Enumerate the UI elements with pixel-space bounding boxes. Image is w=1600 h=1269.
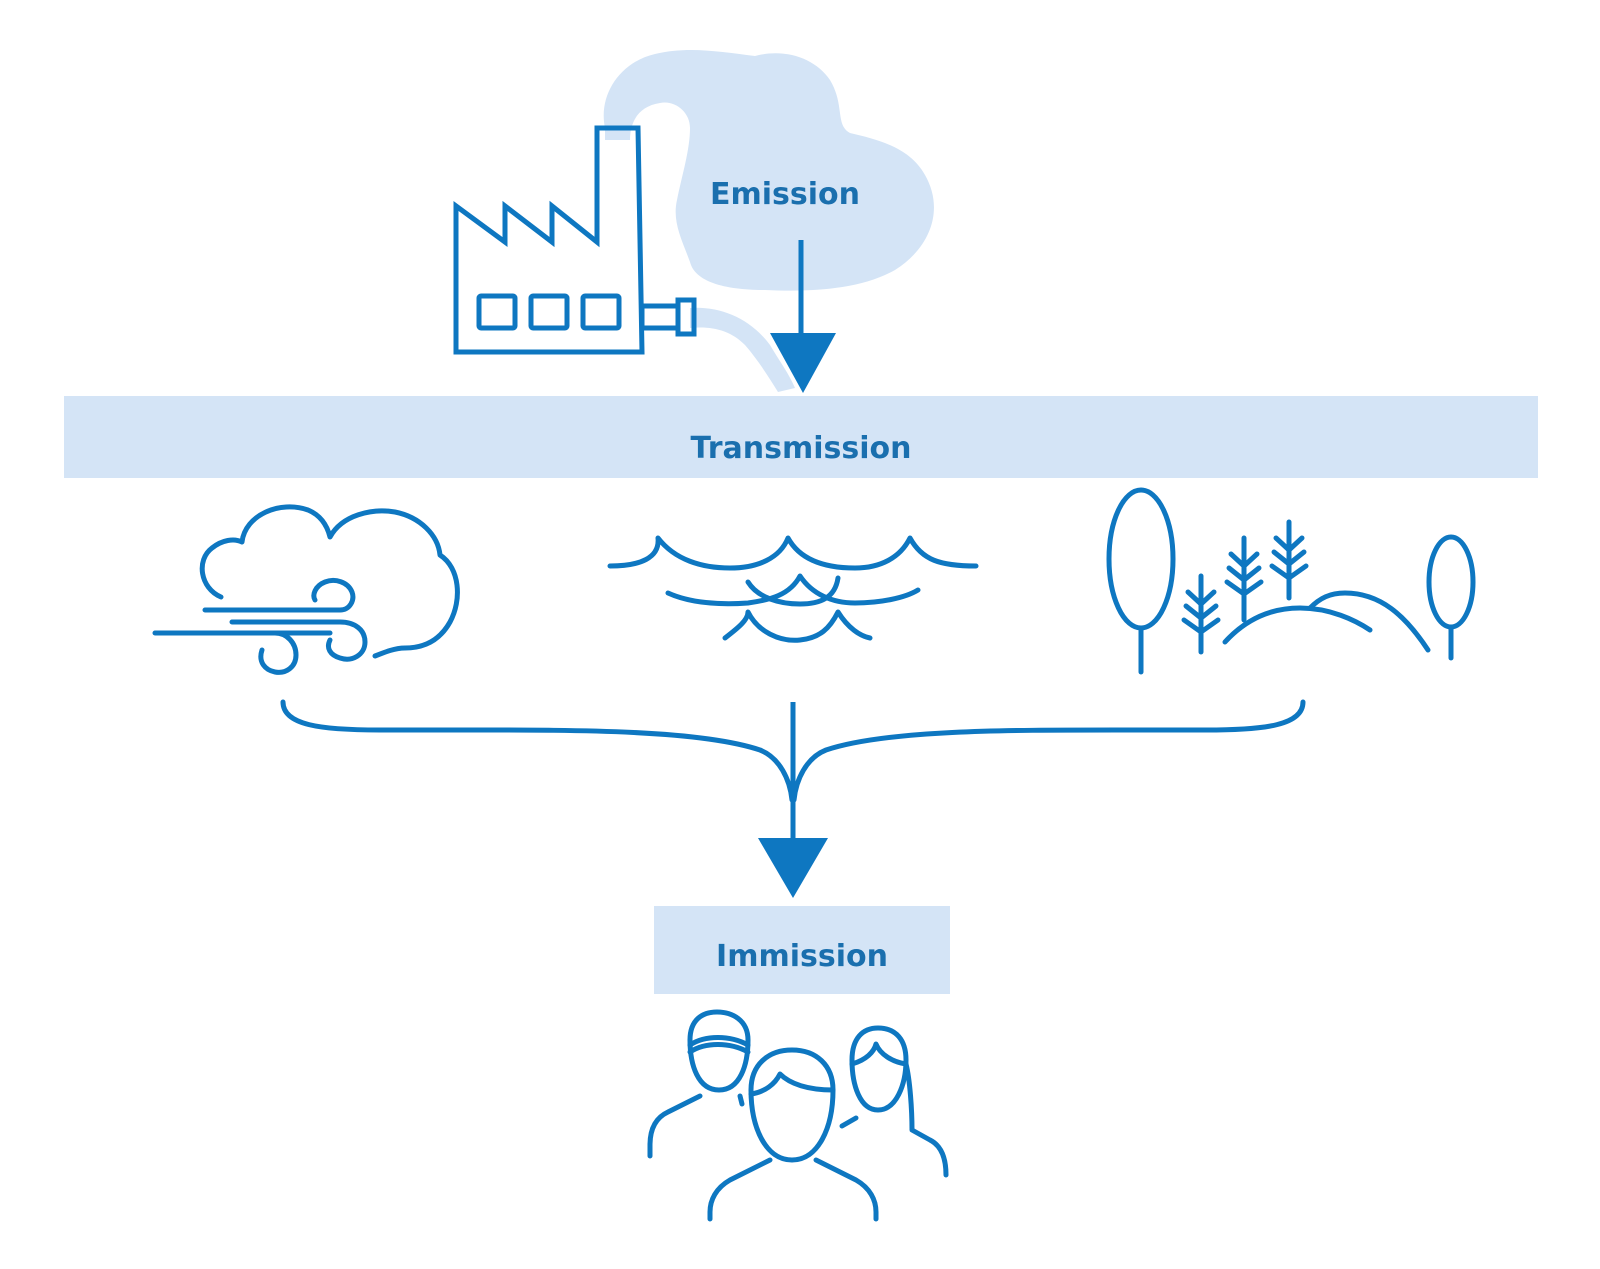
factory-icon [453, 125, 697, 355]
emission-arrow [770, 240, 836, 393]
transmission-band: Transmission [64, 396, 1538, 478]
immission-label: Immission [716, 939, 888, 974]
emission-label: Emission [710, 177, 860, 212]
water-waves-icon [607, 535, 979, 643]
converging-arrows [280, 699, 1306, 898]
transmission-label: Transmission [691, 431, 912, 466]
people-group-icon [647, 1009, 949, 1222]
immission-box: Immission [654, 906, 950, 994]
landscape-trees-icon [1106, 487, 1476, 675]
wind-cloud-icon [152, 504, 460, 675]
smoke-cloud-icon [603, 50, 934, 392]
